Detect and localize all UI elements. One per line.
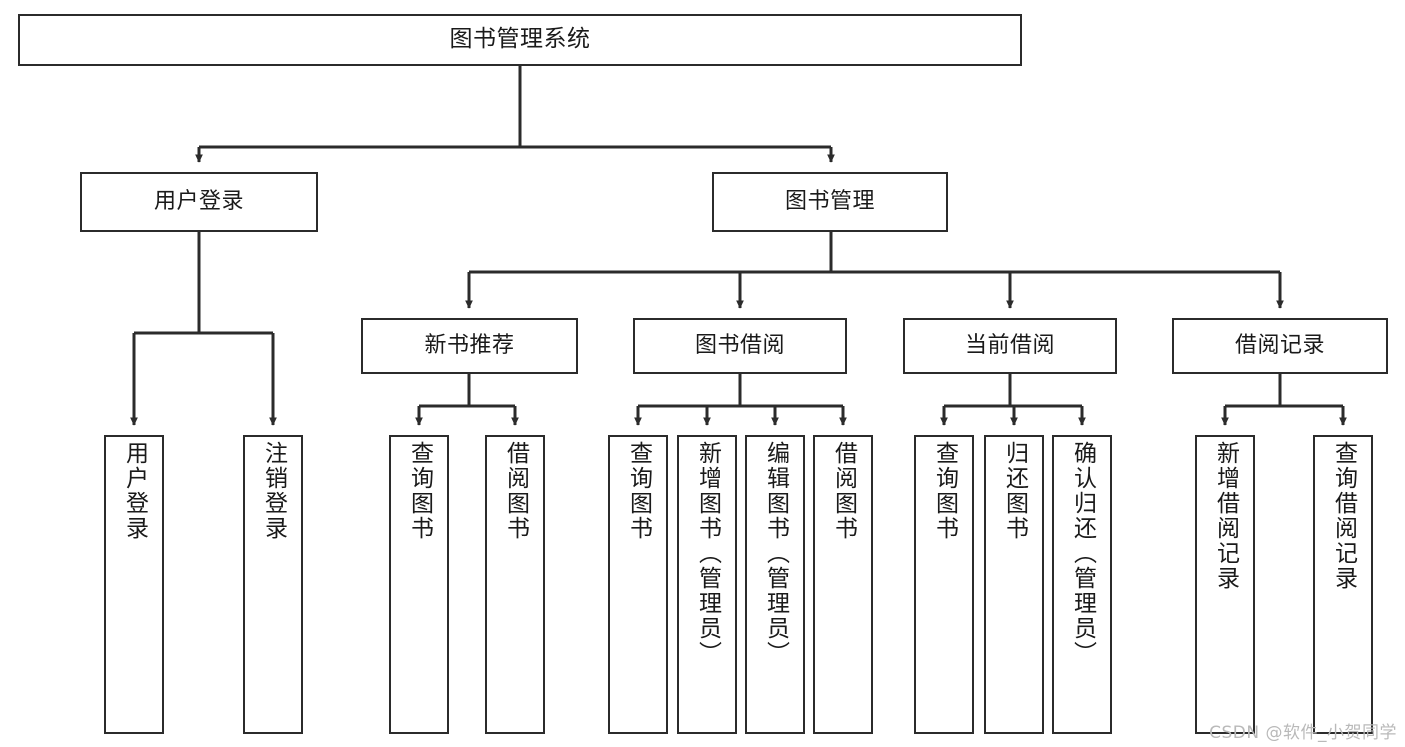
- node-borrow-records[interactable]: 借阅记录: [1172, 318, 1388, 374]
- node-book-management[interactable]: 图书管理: [712, 172, 948, 232]
- node-label: 借阅记录: [1234, 332, 1325, 358]
- leaf-node-return-book[interactable]: 归还图书: [984, 435, 1044, 734]
- node-current-borrow[interactable]: 当前借阅: [903, 318, 1117, 374]
- node-label: 注销登录: [260, 441, 287, 541]
- csdn-watermark: CSDN @软件_小贺同学: [1209, 723, 1397, 743]
- node-label: 用户登录: [153, 188, 244, 214]
- node-label: 图书管理: [784, 188, 875, 214]
- node-label: 查询借阅记录: [1330, 441, 1357, 591]
- node-label: 图书管理系统: [449, 26, 591, 53]
- node-new-book-recommend[interactable]: 新书推荐: [361, 318, 578, 374]
- node-book-borrow[interactable]: 图书借阅: [633, 318, 847, 374]
- leaf-node-logout[interactable]: 注销登录: [243, 435, 303, 734]
- node-label: 查询图书: [625, 441, 652, 541]
- leaf-node-confirm-return-admin[interactable]: 确认归还（管理员）: [1052, 435, 1112, 734]
- leaf-node-query-book-borrow[interactable]: 查询图书: [608, 435, 668, 734]
- leaf-node-borrow-book[interactable]: 借阅图书: [813, 435, 873, 734]
- node-label: 查询图书: [931, 441, 958, 541]
- node-label: 用户登录: [121, 441, 148, 541]
- leaf-node-user-login[interactable]: 用户登录: [104, 435, 164, 734]
- node-label: 新增借阅记录: [1212, 441, 1239, 591]
- node-label: 当前借阅: [964, 332, 1055, 358]
- leaf-node-add-borrow-record[interactable]: 新增借阅记录: [1195, 435, 1255, 734]
- node-label: 新书推荐: [424, 332, 515, 358]
- node-label: 图书借阅: [694, 332, 785, 358]
- leaf-node-query-borrow-record[interactable]: 查询借阅记录: [1313, 435, 1373, 734]
- leaf-node-add-book-admin[interactable]: 新增图书（管理员）: [677, 435, 737, 734]
- node-label: 归还图书: [1001, 441, 1028, 541]
- node-root-system[interactable]: 图书管理系统: [18, 14, 1022, 66]
- node-label: 确认归还（管理员）: [1069, 441, 1096, 666]
- node-label: 查询图书: [406, 441, 433, 541]
- leaf-node-query-book-new[interactable]: 查询图书: [389, 435, 449, 734]
- leaf-node-query-book-current[interactable]: 查询图书: [914, 435, 974, 734]
- leaf-node-edit-book-admin[interactable]: 编辑图书（管理员）: [745, 435, 805, 734]
- node-label: 借阅图书: [502, 441, 529, 541]
- node-label: 借阅图书: [830, 441, 857, 541]
- node-label: 新增图书（管理员）: [694, 441, 721, 666]
- leaf-node-borrow-book-new[interactable]: 借阅图书: [485, 435, 545, 734]
- node-label: 编辑图书（管理员）: [762, 441, 789, 666]
- node-user-login[interactable]: 用户登录: [80, 172, 318, 232]
